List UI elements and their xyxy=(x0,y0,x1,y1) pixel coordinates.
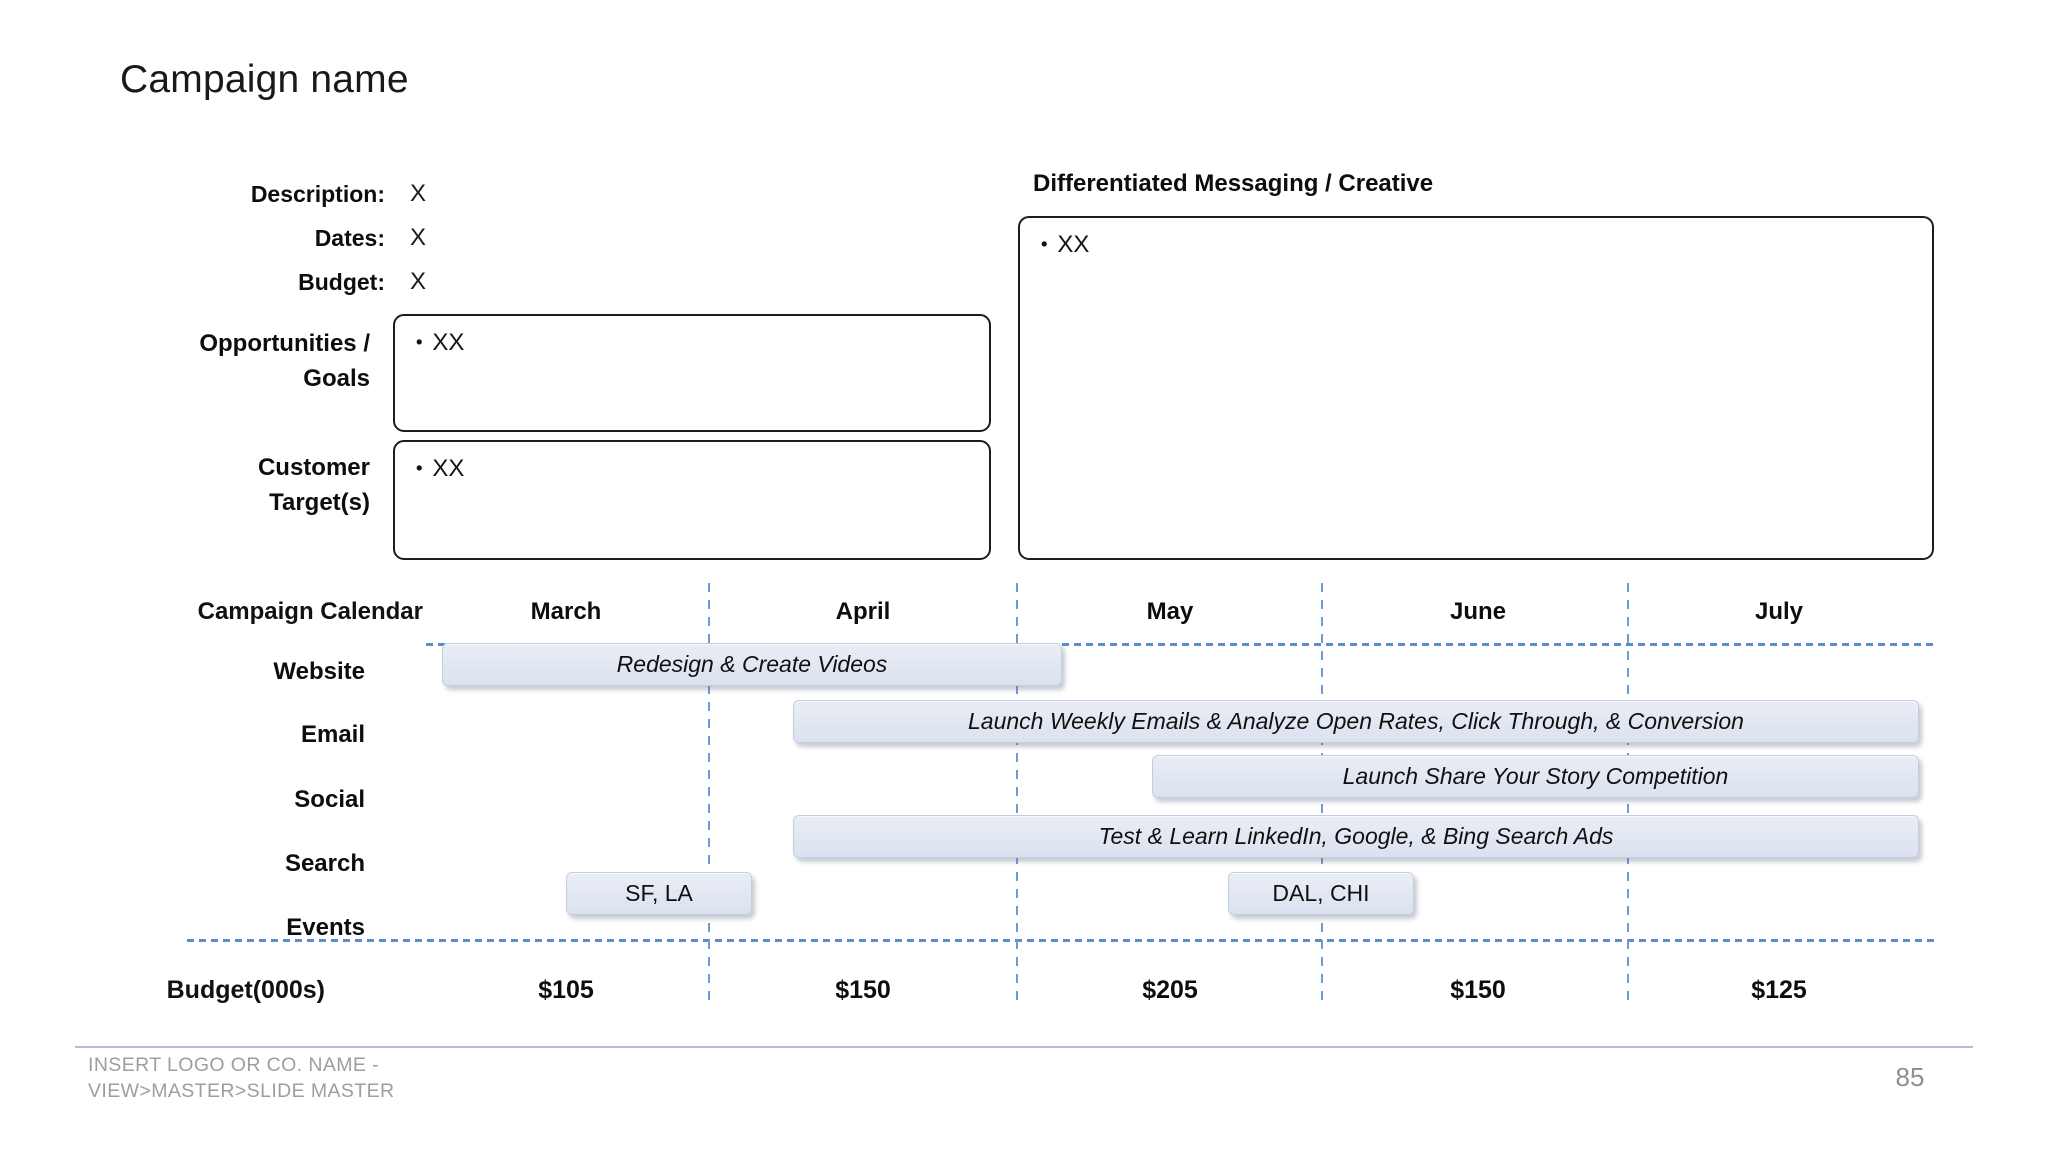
dates-label: Dates: xyxy=(314,225,385,251)
budget-value-july: $125 xyxy=(1751,976,1807,1004)
budget-value-june: $150 xyxy=(1450,976,1506,1004)
row-label-events: Events xyxy=(286,914,365,941)
budget-value-march: $105 xyxy=(538,976,594,1004)
gantt-bar-social: Launch Share Your Story Competition xyxy=(1152,755,1919,798)
bullet-icon: • xyxy=(1040,233,1048,256)
month-gridline-march-april xyxy=(708,583,710,1003)
budget-value-may: $205 xyxy=(1142,976,1198,1004)
description-value: X xyxy=(410,180,427,207)
row-label-email: Email xyxy=(300,721,365,748)
month-gridline-april-may xyxy=(1016,583,1018,1003)
month-label-may: May xyxy=(1146,598,1194,625)
footer-divider xyxy=(75,1046,1973,1048)
bullet-icon: • xyxy=(415,457,423,480)
customer-bullet-item: •XX xyxy=(415,455,465,482)
info-field-values: X X X xyxy=(410,172,530,304)
messaging-creative-title: Differentiated Messaging / Creative xyxy=(1033,170,1434,197)
month-label-april: April xyxy=(835,598,891,625)
opportunities-bullet-item: •XX xyxy=(415,329,465,356)
campaign-calendar-title: Campaign Calendar xyxy=(197,598,423,625)
page-title: Campaign name xyxy=(120,58,409,101)
messaging-bullet-item: •XX xyxy=(1040,231,1090,258)
budget-label: Budget: xyxy=(298,269,385,295)
description-label: Description: xyxy=(250,181,385,207)
messaging-creative-box: •XX xyxy=(1018,216,1934,560)
opportunities-goals-label: Opportunities / Goals xyxy=(199,330,370,392)
page-number: 85 xyxy=(1895,1062,1925,1092)
gantt-bar-search: Test & Learn LinkedIn, Google, & Bing Se… xyxy=(793,815,1919,858)
dates-value: X xyxy=(410,224,427,251)
customer-targets-box: •XX xyxy=(393,440,991,560)
row-label-search: Search xyxy=(284,850,365,877)
opportunities-goals-box: •XX xyxy=(393,314,991,432)
gantt-bar-events-sf-la: SF, LA xyxy=(566,872,752,915)
calendar-top-divider xyxy=(426,643,1934,646)
info-field-labels: Description: Dates: Budget: xyxy=(140,172,385,304)
month-label-june: June xyxy=(1449,598,1506,625)
footer-placeholder-text: INSERT LOGO OR CO. NAME - VIEW>MASTER>SL… xyxy=(88,1054,395,1102)
calendar-bottom-divider xyxy=(187,939,1934,942)
month-label-march: March xyxy=(530,598,602,625)
gantt-bar-events-dal-chi: DAL, CHI xyxy=(1228,872,1414,915)
gantt-bar-email: Launch Weekly Emails & Analyze Open Rate… xyxy=(793,700,1919,743)
row-label-website: Website xyxy=(273,658,365,685)
gantt-bar-website: Redesign & Create Videos xyxy=(442,643,1062,686)
month-label-july: July xyxy=(1754,598,1804,625)
row-label-social: Social xyxy=(294,786,365,813)
budget-value-april: $150 xyxy=(835,976,891,1004)
bullet-icon: • xyxy=(415,331,423,354)
budget-row-label: Budget(000s) xyxy=(166,976,325,1004)
customer-targets-label: Customer Target(s) xyxy=(257,454,370,516)
budget-value: X xyxy=(410,268,427,295)
